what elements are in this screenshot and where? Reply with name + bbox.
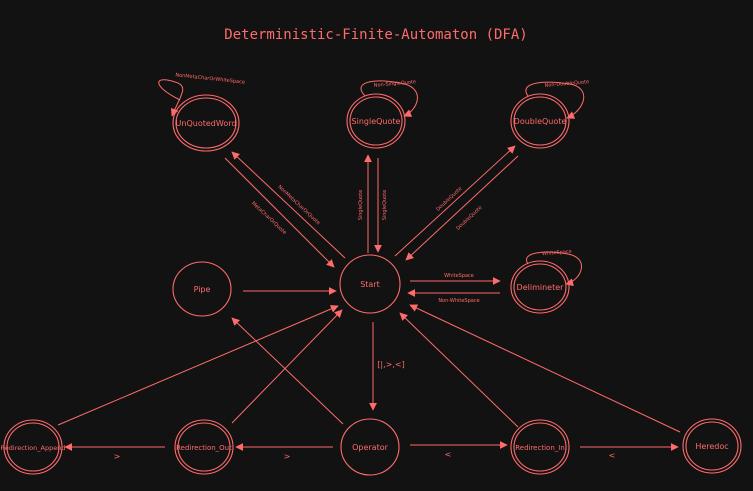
edge-label: NonMetaCharOrQuote — [276, 184, 321, 226]
edge-double-to-start: DoubleQuote — [405, 155, 519, 261]
state-unquoted-word: UnQuotedWord — [172, 94, 240, 152]
state-label: DoubleQuote — [514, 117, 567, 126]
state-label: Operator — [352, 443, 389, 452]
loop-double-quote: Non-DoubleQuote — [525, 79, 589, 119]
edge-start-to-operator: [|,>,<] — [369, 322, 405, 411]
state-label: Redirection_Out — [176, 444, 232, 452]
edge-operator-to-pipe — [231, 317, 344, 425]
state-label: Start — [360, 280, 380, 289]
edge-start-to-double: DoubleQuote — [394, 145, 516, 257]
edge-label: SingleQuote — [358, 190, 364, 221]
state-operator: Operator — [340, 418, 400, 476]
edge-operator-to-out: > — [235, 443, 333, 461]
edge-unquoted-to-start: MetaCharOrQuote — [224, 157, 335, 268]
edge-out-to-start — [231, 309, 343, 424]
edge-label: SingleQuote — [382, 190, 388, 221]
edge-operator-to-in: < — [410, 441, 508, 459]
state-label: UnQuotedWord — [176, 119, 237, 128]
edge-label: Non-DoubleQuote — [544, 79, 589, 89]
state-label: SingleQuote — [352, 117, 401, 126]
edge-start-to-single: SingleQuote — [358, 154, 372, 253]
edge-label: DoubleQuote — [435, 186, 463, 213]
edge-label: Non-SingleQuote — [374, 79, 417, 89]
edge-start-to-unquoted: NonMetaCharOrQuote — [231, 151, 346, 259]
state-single-quote: SingleQuote — [346, 93, 406, 149]
loop-single-quote: Non-SingleQuote — [360, 79, 418, 117]
edge-out-to-append: > — [64, 443, 165, 461]
state-heredoc: Heredoc — [682, 418, 742, 474]
state-delimineter: Delimineter — [510, 260, 570, 314]
state-double-quote: DoubleQuote — [510, 93, 570, 149]
edge-heredoc-to-start — [409, 304, 681, 433]
state-label: Heredoc — [695, 442, 728, 451]
edge-label: WhiteSpace — [542, 249, 572, 258]
edge-label: WhiteSpace — [444, 273, 474, 279]
state-label: Delimineter — [517, 283, 565, 292]
edge-label: > — [114, 452, 121, 461]
edge-delim-to-start: Non-WhiteSpace — [407, 289, 500, 304]
edge-in-to-heredoc: < — [580, 443, 679, 460]
state-label: Redirection_Append — [1, 444, 66, 452]
diagram-title: Deterministic-Finite-Automaton (DFA) — [224, 27, 527, 43]
edge-label: > — [284, 452, 291, 461]
state-label: Redirection_In — [515, 444, 565, 452]
loop-unquoted-word: NonMetaCharOrWhiteSpace — [158, 72, 245, 117]
edge-label: [|,>,<] — [377, 360, 404, 369]
loop-delimineter: WhiteSpace — [525, 249, 582, 287]
state-redirection-append: Redirection_Append — [1, 419, 66, 475]
state-pipe: Pipe — [172, 261, 232, 317]
state-redirection-out: Redirection_Out — [174, 419, 234, 475]
edge-start-to-delim: WhiteSpace — [410, 273, 501, 285]
state-redirection-in: Redirection_In — [510, 419, 570, 475]
edge-append-to-start — [57, 305, 339, 426]
edge-label: NonMetaCharOrWhiteSpace — [175, 72, 245, 85]
state-start: Start — [339, 254, 401, 314]
edge-label: MetaCharOrQuote — [250, 201, 287, 236]
edge-label: Non-WhiteSpace — [438, 298, 479, 304]
edge-label: DoubleQuote — [455, 205, 483, 232]
edge-label: < — [609, 451, 616, 460]
edge-in-to-start — [399, 312, 519, 428]
edge-single-to-start: SingleQuote — [374, 158, 388, 253]
edge-label: < — [445, 450, 452, 459]
state-label: Pipe — [194, 285, 211, 294]
